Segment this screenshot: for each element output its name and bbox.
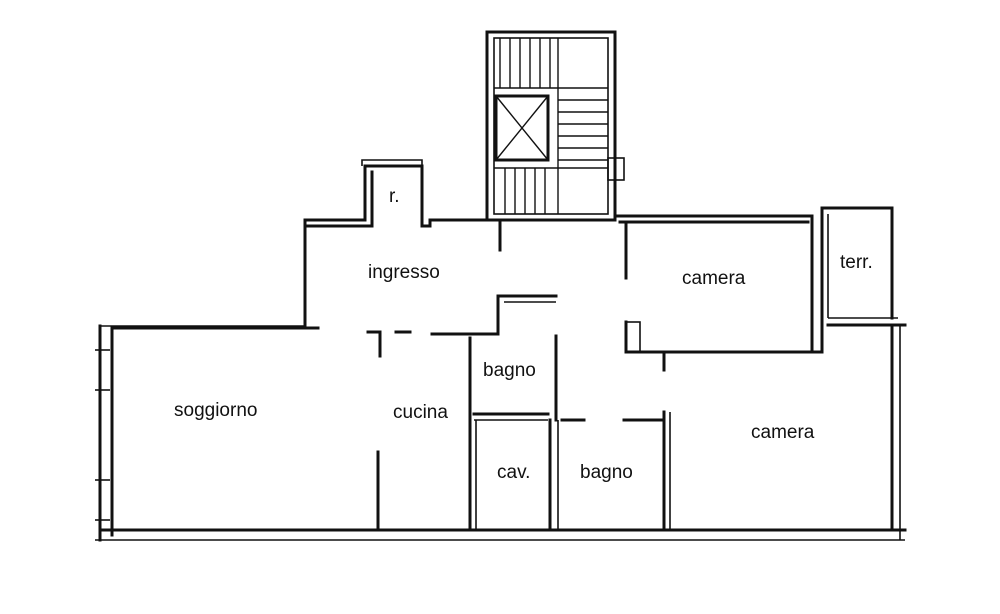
room-label-camera-1: camera [682, 268, 746, 289]
room-label-terrazzo: terr. [840, 252, 873, 273]
lift-shaft [494, 94, 550, 162]
stairwell-outline [485, 30, 617, 222]
room-label-bagno-2: bagno [580, 462, 633, 483]
room-label-cavedio: cav. [497, 462, 530, 483]
room-label-ingresso: ingresso [368, 262, 440, 283]
room-label-cucina: cucina [393, 402, 448, 423]
room-label-camera-2: camera [751, 422, 815, 443]
room-label-ripostiglio: r. [389, 186, 400, 207]
room-label-soggiorno: soggiorno [174, 400, 257, 421]
stairwell-inner [493, 37, 609, 215]
room-label-bagno-1: bagno [483, 360, 536, 381]
interior-walls [303, 218, 824, 532]
exterior-walls [95, 159, 907, 542]
stairwell [485, 30, 625, 222]
room-labels: r. ingresso camera terr. bagno soggiorno… [174, 186, 873, 483]
